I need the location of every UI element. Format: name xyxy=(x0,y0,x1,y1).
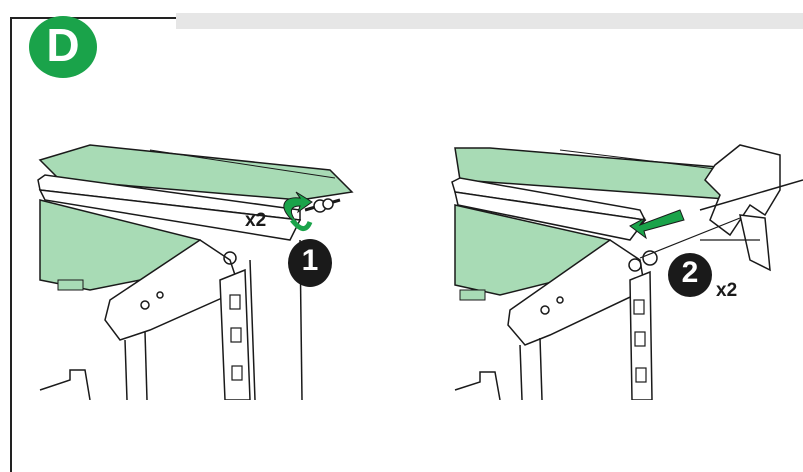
step-number-1: 1 xyxy=(301,244,319,277)
screw-icon xyxy=(304,198,341,213)
header-band xyxy=(176,13,803,29)
clip-bracket xyxy=(704,144,781,237)
step-number-2: 2 xyxy=(681,256,699,289)
rotate-arrow-icon xyxy=(283,191,313,225)
badge-letter: D xyxy=(46,19,80,71)
frame-left-line xyxy=(10,17,12,472)
illustration-step-2: 2 x2 xyxy=(440,100,803,401)
push-arrow-icon xyxy=(629,209,685,240)
frame-top-line xyxy=(12,17,178,19)
bracket xyxy=(507,239,646,346)
badge-shape xyxy=(29,16,97,78)
top-rail xyxy=(37,174,301,221)
bracket xyxy=(104,239,241,341)
step-badge: D xyxy=(25,10,101,80)
count-label: x2 xyxy=(716,280,738,301)
illustration-step-1: 1 x2 xyxy=(0,100,370,401)
count-label: x2 xyxy=(245,210,267,231)
top-rail xyxy=(451,177,647,221)
